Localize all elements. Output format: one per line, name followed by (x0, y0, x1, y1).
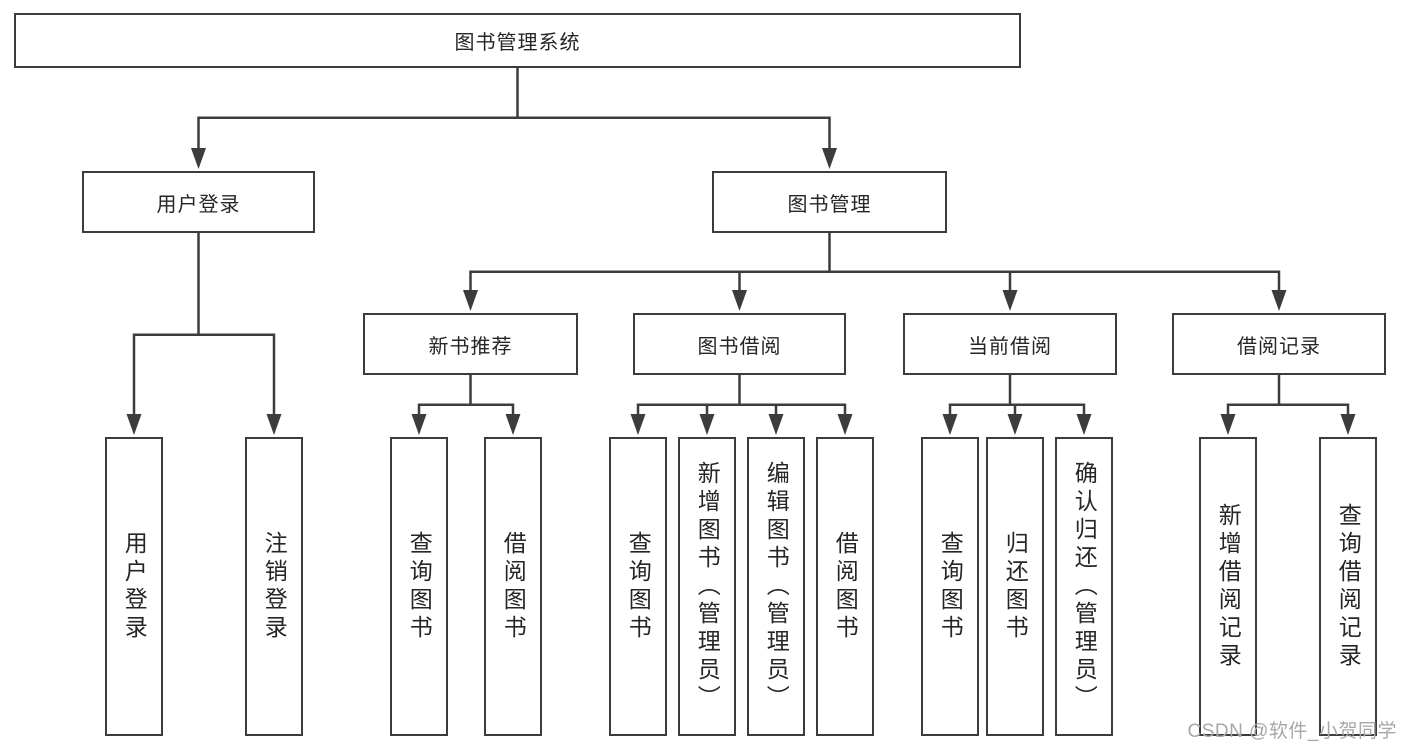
arrowhead-icon (732, 290, 747, 311)
node-label: 用户登录 (156, 193, 241, 216)
node-borrow-records: 借阅记录 (1172, 313, 1386, 375)
arrowhead-icon (126, 414, 142, 435)
edges-current-borrow (942, 375, 1092, 435)
arrowhead-icon (1220, 414, 1236, 435)
edges-book-borrow (630, 375, 853, 435)
node-label: 新增图书（管理员） (694, 460, 721, 713)
edges-borrow-records (1220, 375, 1356, 435)
node-label: 图书借阅 (697, 335, 782, 358)
leaf-borrow-books-recommend: 借阅图书 (484, 437, 542, 736)
leaf-query-books-recommend: 查询图书 (390, 437, 448, 736)
leaf-add-book-admin: 新增图书（管理员） (678, 437, 736, 736)
node-root: 图书管理系统 (14, 13, 1021, 68)
edges-user-login (126, 233, 282, 435)
arrowhead-icon (1340, 414, 1356, 435)
node-label: 归还图书 (1002, 530, 1029, 643)
arrowhead-icon (505, 414, 521, 435)
node-label: 编辑图书（管理员） (763, 460, 790, 713)
node-label: 当前借阅 (968, 335, 1052, 358)
arrowhead-icon (191, 148, 206, 169)
leaf-query-borrow-record: 查询借阅记录 (1319, 437, 1377, 736)
arrowhead-icon (1002, 290, 1018, 311)
leaf-borrow-books: 借阅图书 (816, 437, 874, 736)
arrowhead-icon (630, 414, 646, 435)
node-label: 图书管理系统 (454, 32, 581, 54)
leaf-edit-book-admin: 编辑图书（管理员） (747, 437, 805, 736)
node-new-book-recommend: 新书推荐 (363, 313, 578, 375)
leaf-add-borrow-record: 新增借阅记录 (1199, 437, 1257, 736)
arrowhead-icon (942, 414, 958, 435)
leaf-confirm-return-admin: 确认归还（管理员） (1055, 437, 1113, 736)
leaf-user-login: 用户登录 (105, 437, 163, 736)
edges-root (191, 68, 837, 169)
edges-new-book-recommend (411, 375, 521, 435)
arrowhead-icon (699, 414, 715, 435)
node-label: 借阅记录 (1237, 335, 1321, 358)
node-label: 新增借阅记录 (1215, 502, 1242, 671)
watermark-text: CSDN @软件_小贺同学 (1187, 721, 1397, 742)
node-book-management: 图书管理 (712, 171, 947, 233)
arrowhead-icon (822, 148, 837, 169)
node-label: 图书管理 (787, 193, 872, 216)
arrowhead-icon (768, 414, 784, 435)
node-label: 查询图书 (937, 530, 964, 643)
node-label: 查询图书 (406, 530, 433, 643)
leaf-return-book: 归还图书 (986, 437, 1044, 736)
arrowhead-icon (411, 414, 427, 435)
node-current-borrow: 当前借阅 (903, 313, 1117, 375)
node-label: 查询图书 (625, 530, 652, 643)
leaf-query-books-current: 查询图书 (921, 437, 979, 736)
node-label: 注销登录 (261, 530, 288, 643)
node-book-borrow: 图书借阅 (633, 313, 846, 375)
leaf-logout: 注销登录 (245, 437, 303, 736)
node-label: 借阅图书 (832, 530, 859, 643)
node-label: 确认归还（管理员） (1071, 460, 1098, 713)
arrowhead-icon (463, 290, 478, 311)
arrowhead-icon (837, 414, 853, 435)
leaf-query-books-borrow: 查询图书 (609, 437, 667, 736)
node-label: 用户登录 (121, 530, 148, 643)
arrowhead-icon (1076, 414, 1092, 435)
arrowhead-icon (266, 414, 282, 435)
node-user-login: 用户登录 (82, 171, 315, 233)
node-label: 借阅图书 (500, 530, 527, 643)
node-label: 新书推荐 (428, 335, 513, 358)
arrowhead-icon (1007, 414, 1023, 435)
edges-book-management (463, 233, 1287, 311)
arrowhead-icon (1271, 290, 1287, 311)
node-label: 查询借阅记录 (1335, 502, 1362, 671)
